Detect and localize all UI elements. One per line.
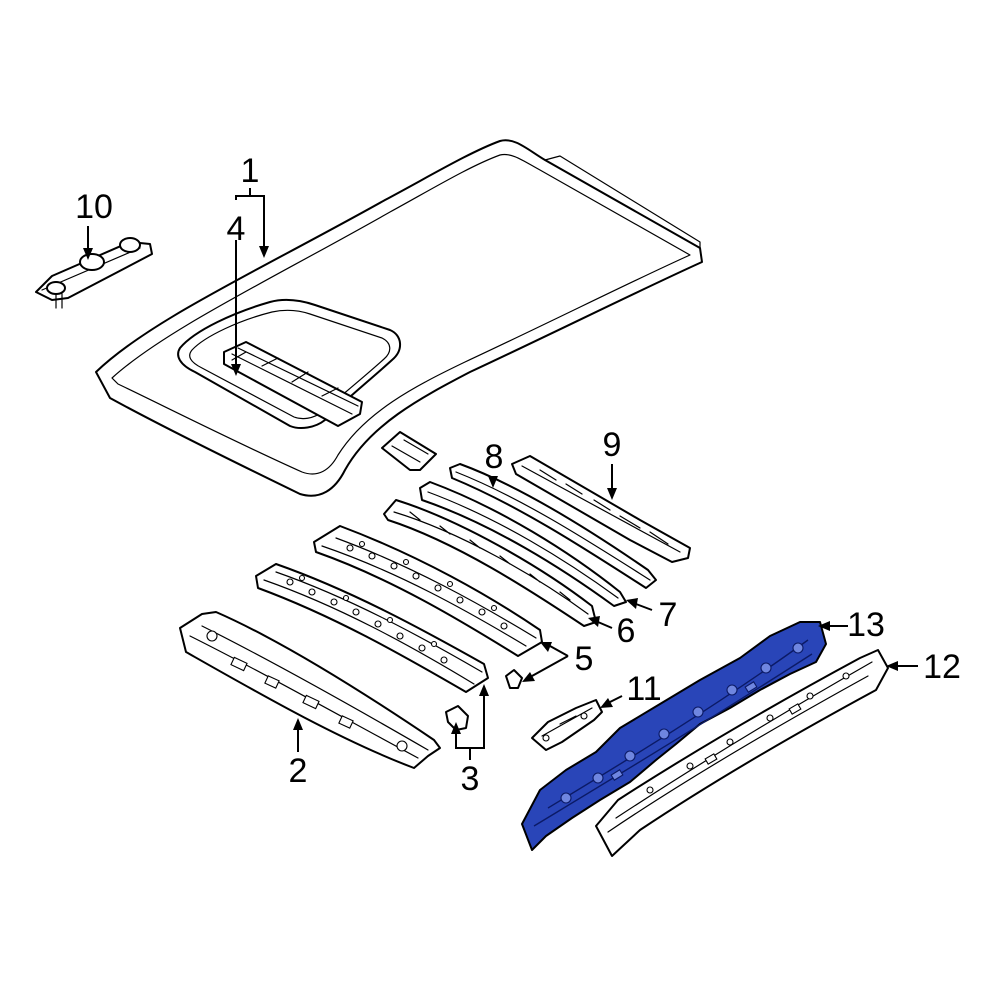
bracket-part-10 <box>35 237 153 309</box>
roof-bow-part-3 <box>255 563 489 693</box>
callout-2: 2 <box>289 752 308 790</box>
callout-6: 6 <box>617 612 636 650</box>
clip-part-5 <box>505 669 523 689</box>
rear-header-part-12 <box>595 649 889 857</box>
callout-7: 7 <box>659 596 678 634</box>
sunroof-frame-part-4 <box>223 341 363 427</box>
callout-4: 4 <box>227 210 246 248</box>
callout-3: 3 <box>461 760 480 798</box>
roof-bow-part-8 <box>449 463 657 589</box>
callout-8: 8 <box>485 438 504 476</box>
header-2-details <box>206 630 408 752</box>
callout-13: 13 <box>847 606 885 644</box>
roof-small-bracket <box>381 431 437 471</box>
rear-header-12-holes <box>646 672 850 794</box>
callout-11: 11 <box>626 670 661 708</box>
callout-12: 12 <box>923 648 961 686</box>
part-13-holes <box>560 642 804 804</box>
callout-5: 5 <box>575 640 594 678</box>
bracket-part-11 <box>531 699 603 751</box>
reinforcement-part-13-highlighted[interactable] <box>521 621 827 851</box>
callout-9: 9 <box>603 426 622 464</box>
bow-bracket-part-9 <box>511 455 691 563</box>
callout-10: 10 <box>75 188 113 226</box>
callout-labels: 1 4 10 8 9 7 6 5 11 13 12 2 3 <box>75 152 961 798</box>
roof-bow-part-7 <box>419 481 627 607</box>
front-header-part-2 <box>179 611 441 769</box>
leader-lines <box>83 188 918 760</box>
callout-1: 1 <box>241 152 260 190</box>
clip-part-3 <box>445 705 469 731</box>
bow-5-holes <box>346 540 508 630</box>
bow-3-holes <box>286 574 448 664</box>
